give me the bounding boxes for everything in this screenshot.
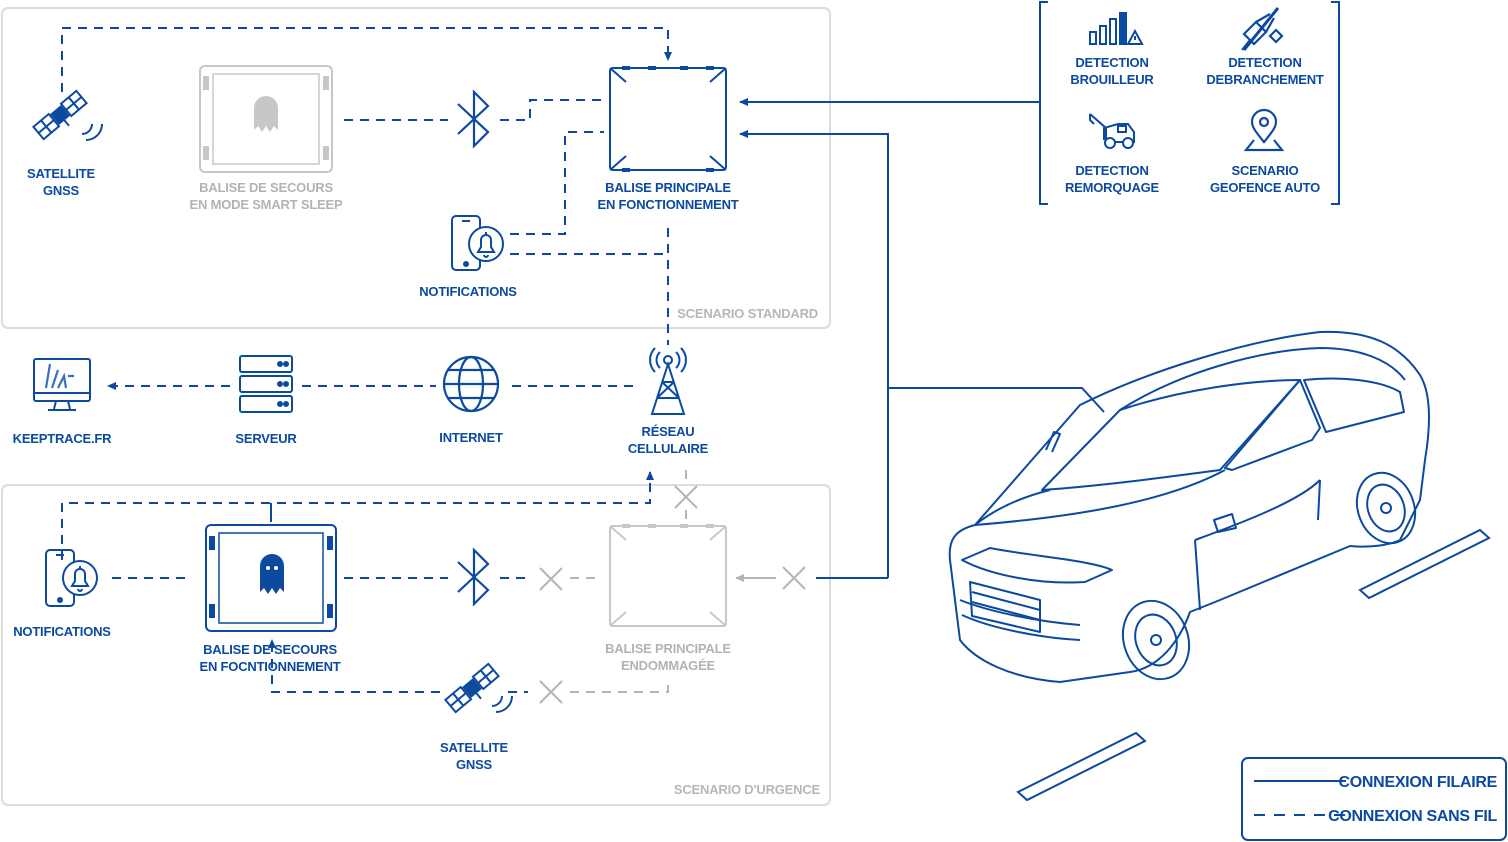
- phone-bell-icon: [45, 549, 98, 607]
- detection-2-line1: DETECTION: [1228, 55, 1301, 70]
- monitor-icon: [33, 358, 91, 411]
- cell-tower-icon: [649, 347, 687, 415]
- satellite-std-line2: GNSS: [43, 183, 80, 198]
- detection-3-line1: DETECTION: [1075, 163, 1148, 178]
- backup-beacon-sleep: [199, 65, 333, 173]
- scenario-urgence-label: SCENARIO D'URGENCE: [674, 782, 821, 797]
- main-beacon-damaged: [609, 524, 727, 627]
- keeptrace-label[interactable]: KEEPTRACE.FR: [13, 431, 113, 446]
- legend-wireless-label: CONNEXION SANS FIL: [1328, 808, 1497, 825]
- satellite-icon: [31, 89, 89, 141]
- detection-4-line2: GEOFENCE AUTO: [1210, 180, 1320, 195]
- legend-wired-label: CONNEXION FILAIRE: [1339, 774, 1498, 791]
- tow-truck-icon: [1089, 113, 1135, 149]
- backup-urg-line2: EN FOCNTIONNEMENT: [199, 659, 340, 674]
- cellular-line1: RÉSEAU: [642, 424, 695, 439]
- backup-std-line1: BALISE DE SECOURS: [199, 180, 333, 195]
- main-urg-line1: BALISE PRINCIPALE: [605, 641, 731, 656]
- detection-4-line1: SCENARIO: [1231, 163, 1298, 178]
- car-illustration: [948, 330, 1430, 683]
- backup-urg-line1: BALISE DE SECOURS: [203, 642, 337, 657]
- cellular-line2: CELLULAIRE: [628, 441, 709, 456]
- scenario-standard-label: SCENARIO STANDARD: [677, 306, 818, 321]
- bluetooth-icon: [457, 89, 490, 149]
- notifications-std-label: NOTIFICATIONS: [419, 284, 517, 299]
- satellite-std-line1: SATELLITE: [27, 166, 96, 181]
- main-std-line1: BALISE PRINCIPALE: [605, 180, 731, 195]
- satellite-icon: [443, 662, 501, 714]
- phone-bell-icon: [451, 215, 504, 271]
- detection-1-line2: BROUILLEUR: [1070, 72, 1154, 87]
- ghost-icon: [254, 96, 278, 132]
- legend: CONNEXION FILAIRE CONNEXION SANS FIL: [1241, 757, 1507, 841]
- serveur-label: SERVEUR: [235, 431, 297, 446]
- server-icon: [239, 355, 293, 413]
- satellite-urg-line1: SATELLITE: [440, 740, 509, 755]
- main-std-line2: EN FONCTIONNEMENT: [597, 197, 738, 212]
- location-pin-icon: [1243, 108, 1285, 152]
- bluetooth-icon: [457, 547, 490, 607]
- detection-1-line1: DETECTION: [1075, 55, 1148, 70]
- main-beacon-active: [609, 66, 727, 172]
- main-urg-line2: ENDOMMAGÉE: [621, 658, 716, 673]
- unplug-icon: [1241, 7, 1284, 51]
- internet-label: INTERNET: [439, 430, 503, 445]
- road-marking: [1016, 731, 1147, 802]
- detection-2-line2: DEBRANCHEMENT: [1206, 72, 1324, 87]
- backup-beacon-active: [205, 524, 337, 632]
- globe-icon: [442, 355, 500, 413]
- satellite-urg-line2: GNSS: [456, 757, 493, 772]
- notifications-urg-label: NOTIFICATIONS: [13, 624, 111, 639]
- scenario-standard-frame: [1, 7, 831, 329]
- backup-std-line2: EN MODE SMART SLEEP: [190, 197, 343, 212]
- scenario-urgence-frame: [1, 484, 831, 806]
- detection-box: DETECTION BROUILLEUR DETECTION DEBRANCHE…: [1039, 1, 1340, 205]
- signal-warning-icon: [1089, 12, 1144, 45]
- road-marking: [1358, 528, 1491, 600]
- ghost-icon: [260, 554, 284, 594]
- detection-3-line2: REMORQUAGE: [1065, 180, 1160, 195]
